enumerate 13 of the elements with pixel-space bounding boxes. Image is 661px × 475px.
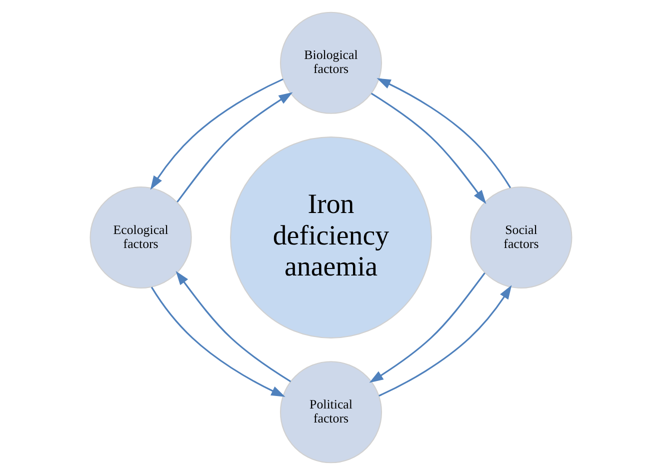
arrow (378, 285, 512, 397)
node-circle: Iron deficiency anaemia (230, 136, 432, 338)
node-circle: Political factors (279, 361, 382, 464)
arrow (150, 78, 283, 190)
arrow (175, 271, 291, 382)
arrow (368, 272, 485, 383)
arrow (376, 78, 511, 188)
arrow (150, 286, 285, 397)
node-circle: Biological factors (279, 12, 382, 114)
node-circle: Ecological factors (89, 186, 192, 289)
node-circle: Social factors (470, 186, 572, 289)
arrow (176, 92, 292, 202)
arrow (370, 92, 486, 204)
